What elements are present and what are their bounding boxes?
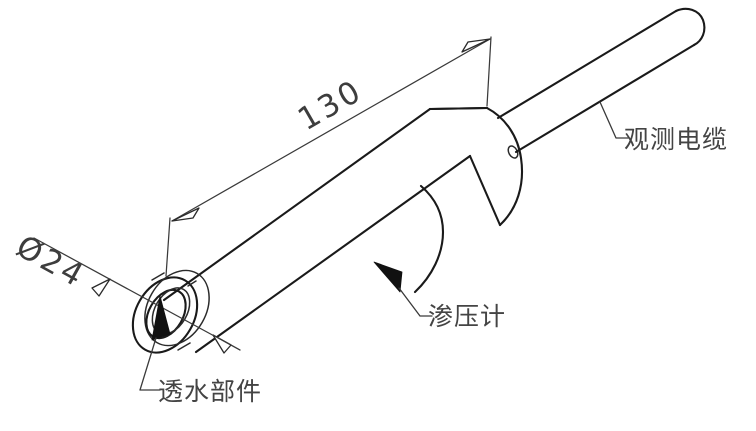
- callout-piezometer: 渗压计: [373, 261, 506, 331]
- permeable-filter-ring: [131, 269, 210, 354]
- callout-permeable-part-text: 透水部件: [158, 377, 262, 406]
- callout-observation-cable: 观测电缆: [599, 101, 728, 154]
- callout-permeable-part: 透水部件: [139, 295, 262, 406]
- dimension-length-text: 130: [292, 73, 369, 138]
- callout-observation-cable-text: 观测电缆: [624, 125, 728, 154]
- callout-piezometer-text: 渗压计: [428, 302, 506, 331]
- cap-port-hole: [507, 145, 519, 159]
- body-seam-line: [413, 184, 445, 294]
- dimension-diameter-text: Ø24: [10, 229, 91, 296]
- end-cap: [428, 106, 523, 227]
- dimension-diameter-24: Ø24: [10, 229, 241, 354]
- observation-cable: [496, 7, 706, 154]
